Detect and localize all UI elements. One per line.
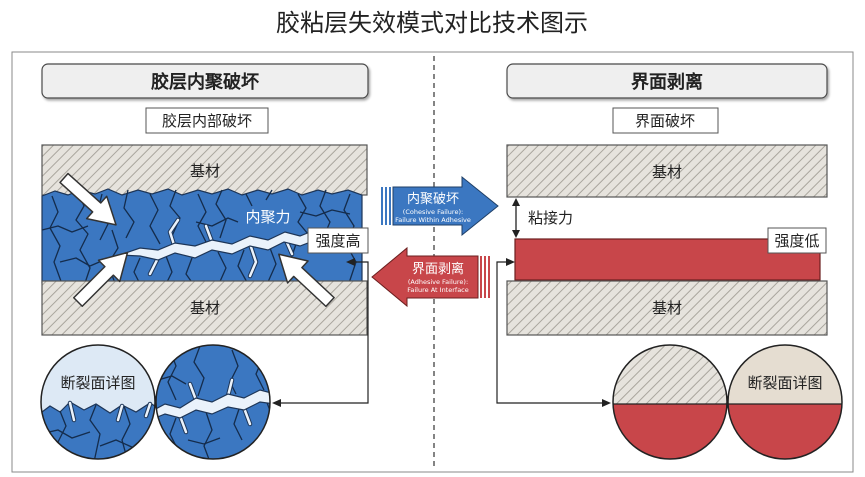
cohesive-arrow-title: 内聚破坏 <box>407 191 459 207</box>
cohesive-sublabel-box <box>145 107 269 134</box>
adhesive-arrow-title: 界面剥离 <box>412 261 464 277</box>
adhesive-arrow-line2: Failure At Interface <box>407 286 469 294</box>
cohesive-force-arrows <box>59 172 335 308</box>
cohesive-arrow-line1: (Cohesive Failure): <box>403 208 463 216</box>
right-bottom-substrate <box>506 280 828 336</box>
adhesive-sublabel-box <box>612 107 719 134</box>
left-detail-connector <box>272 258 369 407</box>
left-top-substrate-label: 基材 <box>190 162 220 180</box>
left-bottom-substrate-label: 基材 <box>190 299 220 317</box>
cohesive-force-label: 内聚力 <box>245 208 290 226</box>
cohesive-arrow-line2: Failure Within Adhesive <box>395 216 471 224</box>
high-strength-label: 强度高 <box>315 232 360 250</box>
diagram-title: 胶粘层失效模式对比技术图示 <box>276 9 588 37</box>
cohesive-header-box <box>41 63 369 99</box>
force-arrow-top-left <box>59 172 117 226</box>
right-detail-label: 断裂面详图 <box>747 374 822 392</box>
adhesive-detail-circle-2: 断裂面详图 <box>727 344 843 460</box>
connector-arrowhead-icon <box>272 399 281 407</box>
cohesive-sublabel: 胶层内部破坏 <box>162 112 252 130</box>
low-strength-box <box>767 227 827 254</box>
force-arrow-bottom-left <box>73 251 129 307</box>
adhesion-force-label: 粘接力 <box>528 209 573 227</box>
force-arrow-bottom-right <box>278 253 335 308</box>
high-strength-box <box>307 227 369 254</box>
right-top-substrate-label: 基材 <box>652 163 682 181</box>
adhesive-arrow-line1: (Adhesive Failure): <box>408 278 468 286</box>
outer-frame <box>11 51 854 473</box>
adhesive-header-box <box>506 63 828 99</box>
left-detail-label: 断裂面详图 <box>60 374 135 392</box>
cohesive-panel: 胶层内聚破坏 胶层内部破坏 基材 <box>40 63 369 460</box>
adhesion-double-arrow-icon <box>512 198 520 238</box>
connector-arrowhead-icon <box>506 258 515 266</box>
cohesive-detail-circle-2 <box>155 344 271 460</box>
adhesive-header-title: 界面剥离 <box>631 71 703 93</box>
cohesive-detail-circle-1: 断裂面详图 <box>40 344 156 460</box>
right-detail-connector <box>496 258 611 407</box>
right-bottom-substrate-label: 基材 <box>652 299 682 317</box>
adhesive-panel: 界面剥离 界面破坏 基材 粘接力 强度低 基材 <box>496 63 843 460</box>
low-strength-label: 强度低 <box>774 232 819 250</box>
cohesive-failure-arrow: 内聚破坏 (Cohesive Failure): Failure Within … <box>381 175 499 237</box>
adhesive-failure-arrow: 界面剥离 (Adhesive Failure): Failure At Inte… <box>371 246 490 308</box>
adhesive-detail-circle-1 <box>612 344 728 460</box>
adhesive-sublabel: 界面破坏 <box>635 112 695 130</box>
cohesive-header-title: 胶层内聚破坏 <box>151 71 259 93</box>
connector-arrowhead-icon <box>602 399 611 407</box>
right-top-substrate <box>506 144 828 198</box>
connector-arrowhead-icon <box>346 258 355 266</box>
